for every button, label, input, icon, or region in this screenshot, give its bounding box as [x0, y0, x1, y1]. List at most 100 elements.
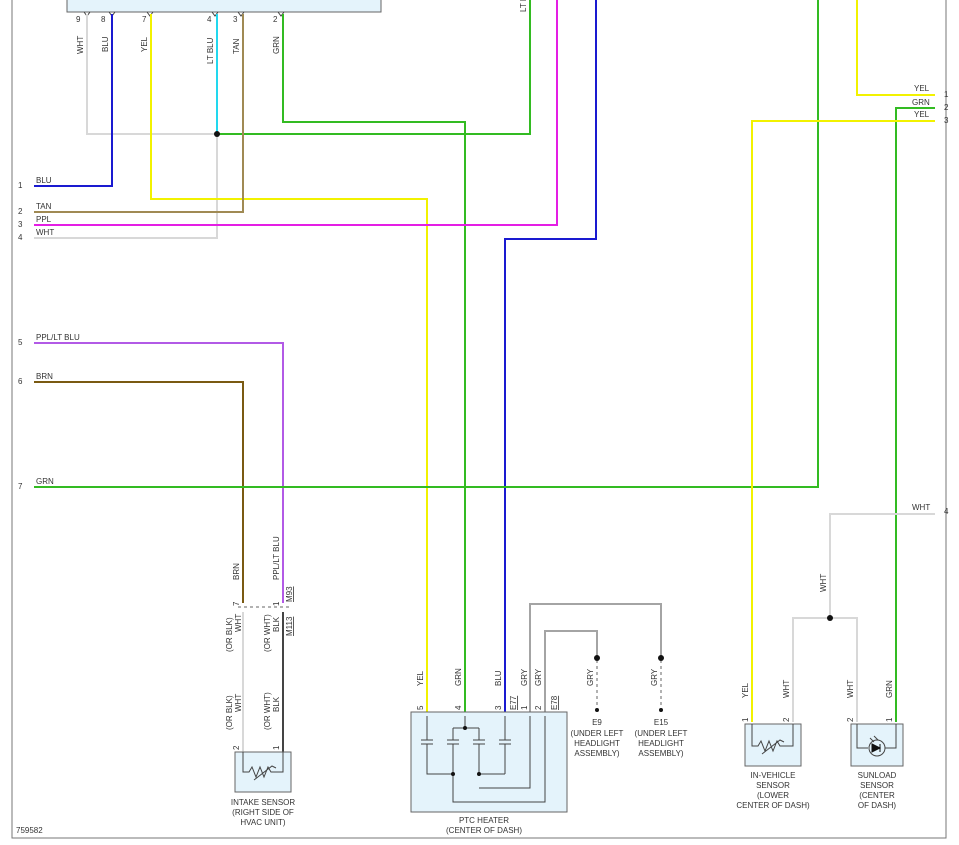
- wire-gry-ground2: [529, 603, 662, 712]
- intake-sub2: HVAC UNIT): [240, 818, 286, 827]
- ptc-pin-1: 1: [520, 705, 529, 710]
- top-label-tan: TAN: [232, 38, 241, 54]
- ground-pt-e15: [659, 708, 663, 712]
- top-label-wht: WHT: [76, 36, 85, 54]
- left-term-2-label: TAN: [36, 202, 52, 211]
- wire-wht-sunload: [830, 617, 858, 722]
- intake-upper-blk: BLK: [272, 616, 281, 632]
- top-pin-8: 8: [101, 15, 106, 24]
- sunload-arrows: [869, 735, 879, 743]
- ptc-wire-gry1: GRY: [520, 668, 529, 686]
- splice-dot-wht: [214, 131, 220, 137]
- ptc-heater-box: [410, 711, 568, 813]
- ground-e9-line1: (UNDER LEFT: [571, 729, 624, 738]
- top-label-grn: GRN: [272, 36, 281, 54]
- left-term-1-label: BLU: [36, 176, 52, 185]
- right-term-2-num: 2: [944, 103, 949, 112]
- wire-grn-sunload: [895, 107, 935, 722]
- intake-pin-top-7: 7: [232, 601, 241, 606]
- ptc-sub: (CENTER OF DASH): [446, 826, 522, 835]
- wire-ppl-ltblu-term5: [34, 342, 284, 603]
- left-term-7-label: GRN: [36, 477, 54, 486]
- intake-lower-wht: WHT: [234, 694, 243, 712]
- wire-grn-ptc: [282, 14, 466, 712]
- sunload-pin-1: 1: [885, 717, 894, 722]
- intake-wire-brn: BRN: [232, 563, 241, 580]
- right-term-1-num: 1: [944, 90, 949, 99]
- left-term-2-num: 2: [18, 207, 23, 216]
- invehicle-title: IN-VEHICLE: [751, 771, 796, 780]
- top-label-ltb-partial: LT B: [519, 0, 528, 12]
- wire-wht-invehicle: [792, 617, 830, 722]
- right-term-4-label: WHT: [912, 503, 930, 512]
- left-term-5-label: PPL/LT BLU: [36, 333, 80, 342]
- diagram-id: 759582: [16, 826, 43, 835]
- wire-grn-term7: [34, 0, 819, 488]
- left-term-5-num: 5: [18, 338, 23, 347]
- wire-yel-invehicle: [751, 120, 935, 722]
- splice-dot-right: [827, 615, 833, 621]
- intake-pin-top-1: 1: [272, 601, 281, 606]
- intake-thermistor: [242, 752, 284, 781]
- sunload-title: SUNLOAD: [858, 771, 897, 780]
- ptc-pin-3: 3: [494, 705, 503, 710]
- sunload-sub1: SENSOR: [860, 781, 894, 790]
- sunload-sub2: (CENTER: [859, 791, 895, 800]
- invehicle-wire-yel: YEL: [741, 682, 750, 698]
- intake-pin-bottom-1: 1: [272, 745, 281, 750]
- ptc-title: PTC HEATER: [459, 816, 509, 825]
- ptc-wire-blu: BLU: [494, 670, 503, 686]
- left-term-4-num: 4: [18, 233, 23, 242]
- ptc-pin-2: 2: [534, 705, 543, 710]
- top-label-yel: YEL: [140, 36, 149, 52]
- ptc-wire-gry2: GRY: [534, 668, 543, 686]
- wire-wht-right4: [829, 513, 935, 618]
- intake-wire-ppl: PPL/LT BLU: [272, 536, 281, 580]
- wire-wht-term4: [34, 134, 218, 239]
- left-term-3-num: 3: [18, 220, 23, 229]
- intake-lower-or-blk: (OR BLK): [225, 695, 234, 730]
- sunload-diode-symbol: [871, 743, 882, 753]
- invehicle-sub1: SENSOR: [756, 781, 790, 790]
- intake-conn-m93: M93: [285, 586, 294, 602]
- top-pin-2: 2: [273, 15, 278, 24]
- invehicle-sub3: CENTER OF DASH): [736, 801, 810, 810]
- left-term-4-label: WHT: [36, 228, 54, 237]
- ground-e9-line2: HEADLIGHT: [574, 739, 620, 748]
- ground-e15-wire: GRY: [650, 668, 659, 686]
- sunload-photodiode: [868, 739, 886, 757]
- left-term-7-num: 7: [18, 482, 23, 491]
- wire-ltblu-right: [217, 0, 531, 135]
- ptc-node-a: [463, 726, 467, 730]
- top-pin-9: 9: [76, 15, 81, 24]
- wire-blu-term1: [34, 14, 113, 187]
- ptc-pin-4: 4: [454, 705, 463, 710]
- left-term-1-num: 1: [18, 181, 23, 190]
- sunload-sensor-box: [850, 723, 904, 767]
- left-term-3-label: PPL: [36, 215, 52, 224]
- intake-upper-or-blk: (OR BLK): [225, 617, 234, 652]
- wire-tan-term2: [34, 14, 244, 213]
- sunload-wire-grn: GRN: [885, 680, 894, 698]
- ground-e9-id: E9: [592, 718, 602, 727]
- right-term-4-num: 4: [944, 507, 949, 516]
- wire-wht-pin9: [86, 14, 217, 135]
- intake-upper-or-wht: (OR WHT): [263, 614, 272, 652]
- wire-gry-ground1: [544, 630, 598, 712]
- ptc-node-b: [451, 772, 455, 776]
- right-term-3-num: 3: [944, 116, 949, 125]
- wire-blu-ptc: [504, 0, 597, 712]
- ptc-wire-grn: GRN: [454, 668, 463, 686]
- ground-e9-wire: GRY: [586, 668, 595, 686]
- ground-dot-e9: [594, 655, 600, 661]
- ground-e15-id: E15: [654, 718, 669, 727]
- ground-dot-e15: [658, 655, 664, 661]
- intake-conn-m113: M113: [285, 616, 294, 636]
- diagram-frame: [11, 0, 947, 839]
- invehicle-pin-2: 2: [782, 717, 791, 722]
- left-term-6-label: BRN: [36, 372, 53, 381]
- intake-sub1: (RIGHT SIDE OF: [232, 808, 294, 817]
- top-label-ltblu: LT BLU: [206, 37, 215, 64]
- ground-pt-e9: [595, 708, 599, 712]
